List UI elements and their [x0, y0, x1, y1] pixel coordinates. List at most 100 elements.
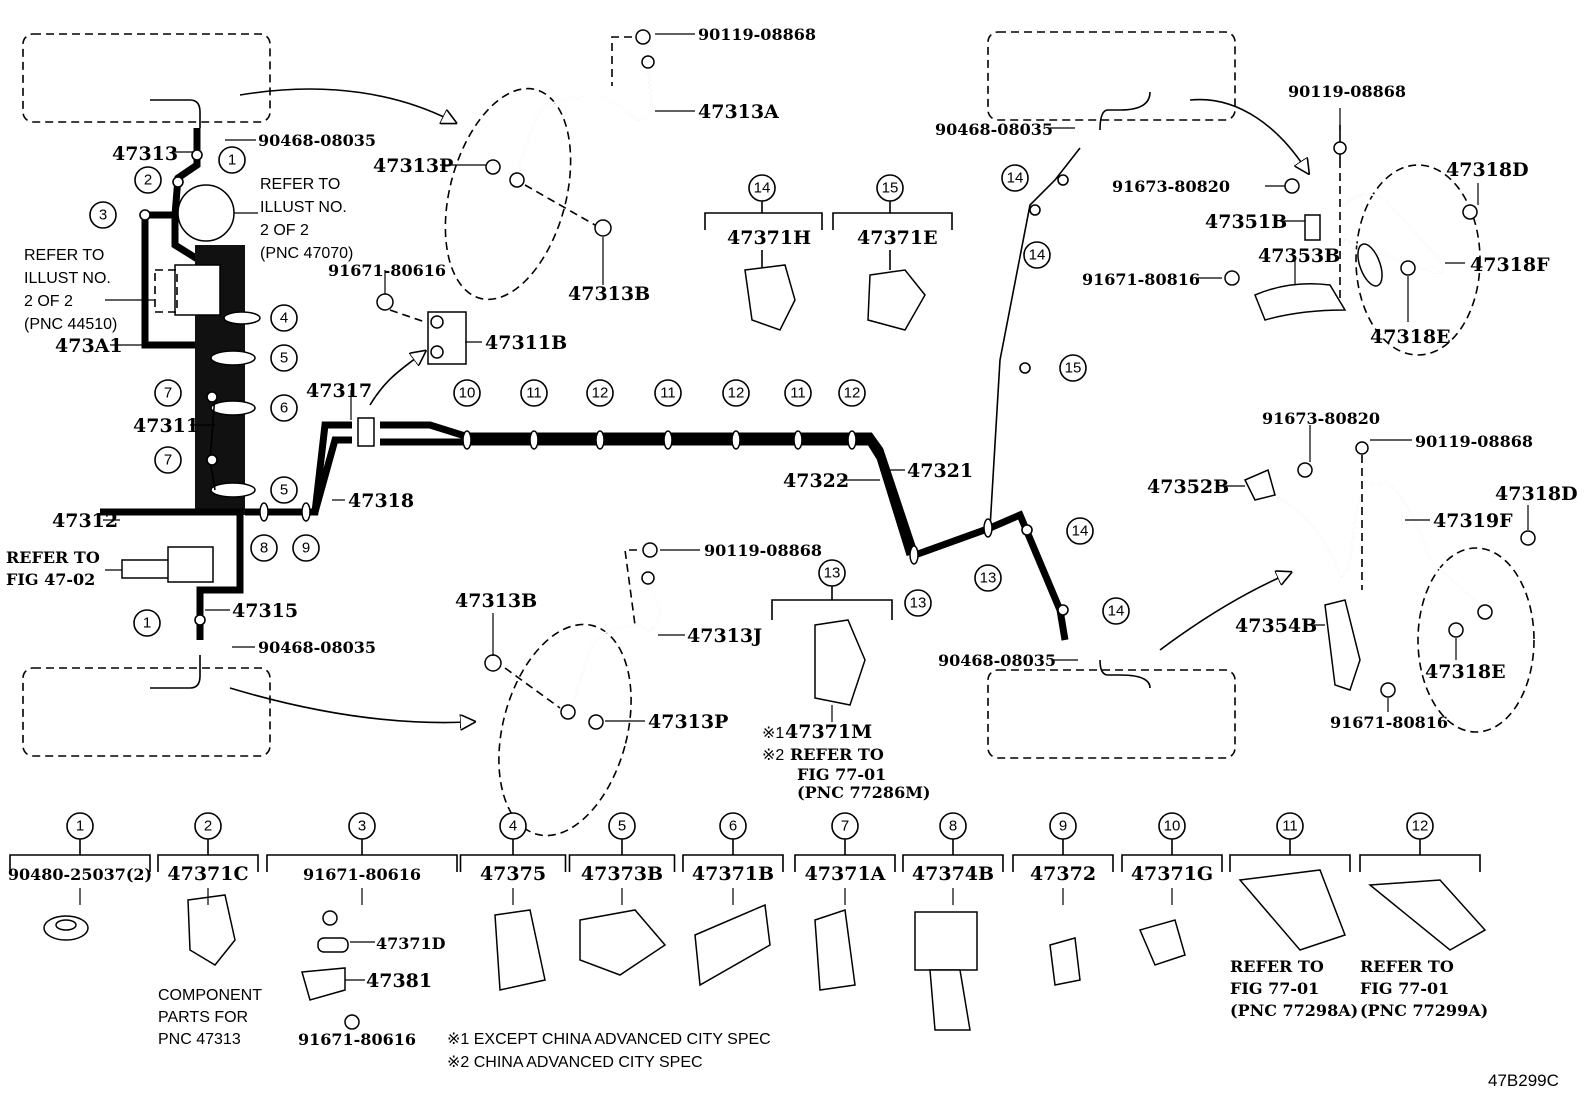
- clip-group-15: 15 47371E: [832, 174, 953, 331]
- legend-note-line: REFER TO: [1230, 957, 1324, 976]
- legend-part-number: 90480-25037(2): [8, 865, 152, 884]
- leader-lines: [103, 33, 1529, 722]
- label-47322: 47322: [783, 470, 849, 492]
- callout-number: 2: [144, 172, 152, 189]
- label-47371M: 47371M: [785, 721, 872, 743]
- callout-15: 15: [882, 180, 899, 197]
- callout-c10: 10: [453, 379, 481, 407]
- legend-number: 2: [204, 818, 212, 835]
- legend-item-12: 12: [1359, 812, 1481, 872]
- front-right-wheel-outline: [22, 667, 271, 757]
- label-90119-08868-fr: 90119-08868: [704, 541, 822, 560]
- callout-number: 11: [526, 385, 542, 402]
- label-47312: 47312: [52, 510, 118, 532]
- legend-item-11: 11: [1229, 812, 1351, 872]
- legend-item-10: 10: [1121, 812, 1223, 872]
- arrow-to-47311B: [369, 355, 420, 406]
- callout-number: 6: [280, 400, 288, 417]
- label-47318D-rr: 47318D: [1495, 483, 1578, 505]
- clip-group-14: 14 47371H: [704, 174, 823, 331]
- label-47318E-rl: 47318E: [1370, 326, 1451, 348]
- callout-c11a: 11: [520, 379, 548, 407]
- label-47318E-rr: 47318E: [1425, 661, 1506, 683]
- callout-c9: 9: [292, 534, 320, 562]
- label-47353B: 47353B: [1258, 245, 1340, 267]
- front-right-hose-detail: [484, 542, 662, 837]
- legend-illustrations: [43, 869, 1487, 1031]
- legend-part-number: 47372: [1030, 863, 1096, 885]
- callout-number: 14: [1108, 603, 1125, 620]
- callout-c4: 4: [270, 304, 298, 332]
- callout-c13a: 13: [904, 589, 932, 617]
- label-47351B: 47351B: [1205, 211, 1287, 233]
- label-90119-08868-rr: 90119-08868: [1415, 432, 1533, 451]
- label-47313P-fl: 47313P: [373, 155, 453, 177]
- callout-number: 12: [592, 385, 609, 402]
- legend-part-number: 47375: [480, 863, 546, 885]
- legend-note-line: FIG 77-01: [1360, 979, 1449, 998]
- label-90119-08868-rl: 90119-08868: [1288, 82, 1406, 101]
- refer-44510-line3: 2 OF 2: [24, 293, 73, 310]
- callout-number: 4: [280, 310, 288, 327]
- refer-47070-line2: ILLUST NO.: [260, 199, 347, 216]
- callout-c2: 2: [134, 166, 162, 194]
- label-47313B-fr: 47313B: [455, 590, 537, 612]
- legend-item-7: 7: [794, 812, 896, 872]
- callout-13-group: 13: [824, 565, 841, 582]
- callout-number: 14: [1007, 170, 1024, 187]
- legend-number: 8: [949, 818, 957, 835]
- callout-c11b: 11: [654, 379, 682, 407]
- legend-part-number: 91671-80616: [303, 865, 421, 884]
- callout-c12a: 12: [586, 379, 614, 407]
- label-91673-80820-rl: 91673-80820: [1112, 177, 1230, 196]
- callout-c3: 3: [89, 201, 117, 229]
- callout-c5b: 5: [270, 476, 298, 504]
- callout-c14b: 14: [1023, 241, 1051, 269]
- label-47317: 47317: [306, 380, 372, 402]
- callout-number: 12: [844, 385, 861, 402]
- legend-part-number: 47371A: [805, 863, 886, 885]
- legend-item-5: 5: [568, 812, 676, 872]
- legend-item-8: 8: [902, 812, 1004, 872]
- legend-note-line: COMPONENT: [158, 987, 262, 1004]
- label-47313B-fl: 47313B: [568, 283, 650, 305]
- label-90468-08035-top: 90468-08035: [258, 131, 376, 150]
- callout-number: 3: [99, 207, 107, 224]
- callout-number: 14: [1072, 523, 1089, 540]
- rear-right-hose-detail: [1243, 441, 1536, 733]
- callout-number: 9: [302, 540, 310, 557]
- rear-right-wheel-outline: [987, 669, 1236, 759]
- label-47381: 47381: [366, 970, 432, 992]
- legend-number: 6: [729, 818, 737, 835]
- legend-note-line: REFER TO: [1360, 957, 1454, 976]
- callout-14: 14: [754, 180, 771, 197]
- label-90468-08035-rr: 90468-08035: [938, 651, 1056, 670]
- callout-c12c: 12: [838, 379, 866, 407]
- callout-number: 8: [260, 540, 268, 557]
- callout-number: 5: [280, 350, 288, 367]
- refer-44510-line2: ILLUST NO.: [24, 270, 111, 287]
- callout-c14c: 14: [1066, 517, 1094, 545]
- bracket-47311B: [376, 293, 467, 365]
- label-47315: 47315: [232, 600, 298, 622]
- callout-c14a: 14: [1001, 164, 1029, 192]
- legend-item-2: 2: [157, 812, 259, 872]
- legend-note-line: (PNC 77299A): [1360, 1001, 1488, 1020]
- legend-number: 1: [76, 818, 84, 835]
- legend-part-number: 47371B: [692, 863, 774, 885]
- callout-number: 1: [228, 152, 236, 169]
- footnote-2: ※2 CHINA ADVANCED CITY SPEC: [447, 1054, 703, 1071]
- part-labels: 47313 90468-08035 REFER TO ILLUST NO. 2 …: [6, 25, 1578, 802]
- part-47371H: 47371H: [727, 227, 811, 249]
- rear-brake-lines: [380, 147, 1081, 641]
- callout-number: 14: [1029, 247, 1046, 264]
- legend-note-line: FIG 77-01: [1230, 979, 1319, 998]
- refer-44510-line1: REFER TO: [24, 247, 104, 264]
- legend-item-6: 6: [682, 812, 784, 872]
- refer-77286M-line2: FIG 77-01: [797, 765, 886, 784]
- legend-item-3: 3: [266, 812, 458, 872]
- callout-c1a: 1: [218, 146, 246, 174]
- label-90468-08035-rl: 90468-08035: [935, 120, 1053, 139]
